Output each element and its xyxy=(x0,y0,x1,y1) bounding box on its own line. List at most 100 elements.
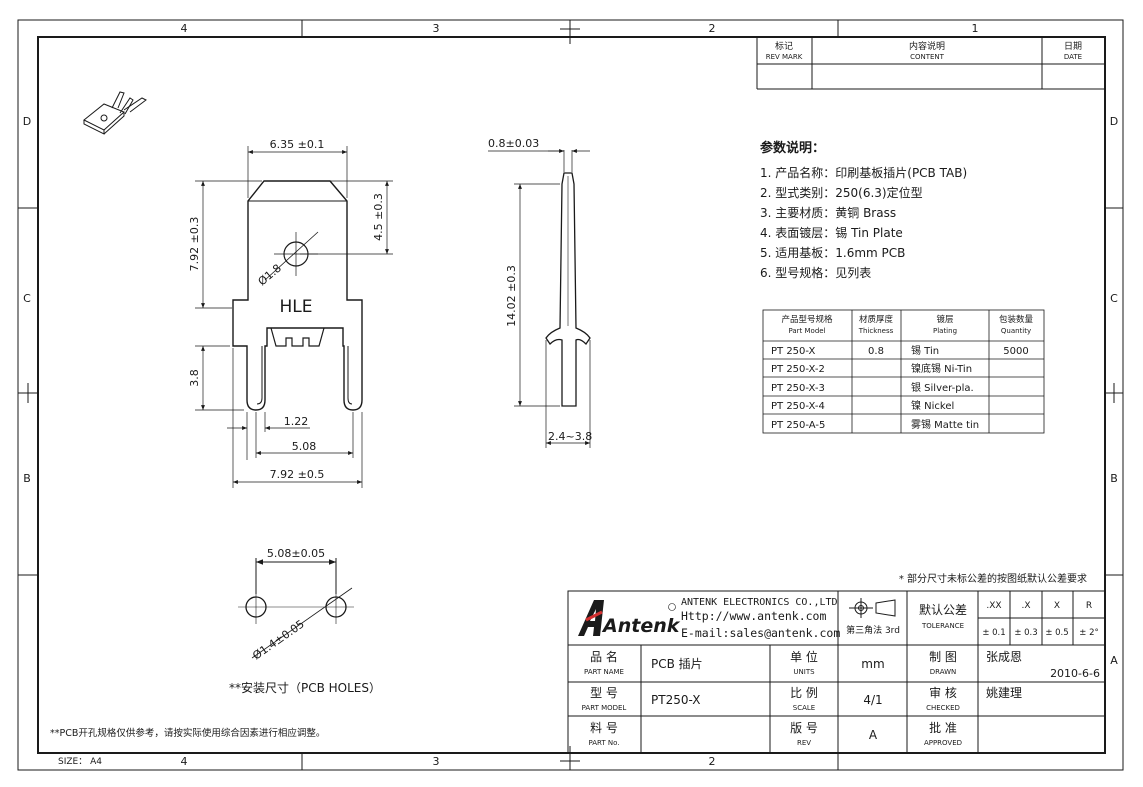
rev-mark-cn: 标记 xyxy=(775,40,793,52)
model-table-header: 镀层 xyxy=(936,314,953,325)
company-email: E-mail:sales@antenk.com xyxy=(681,626,840,640)
pcb-holes-caption: **安装尺寸（PCB HOLES） xyxy=(229,680,381,695)
drawn-label-en: DRAWN xyxy=(930,668,957,676)
part-model-value: PT250-X xyxy=(651,693,700,707)
company-website: Http://www.antenk.com xyxy=(681,609,826,623)
zone-left-D: D xyxy=(23,115,31,128)
size-label: SIZE： A4 xyxy=(58,757,102,767)
drawn-date: 2010-6-6 xyxy=(1050,667,1100,680)
dim-spread: 2.4~3.8 xyxy=(548,430,592,443)
tolerance-title-en: TOLERANCE xyxy=(921,622,964,630)
checked-label: 审 核 xyxy=(929,685,957,700)
zone-top-4: 4 xyxy=(181,22,188,35)
revision-table: 标记 REV MARK 内容说明 CONTENT 日期 DATE xyxy=(756,37,1105,90)
zone-bottom-3: 3 xyxy=(433,755,440,768)
tol-header: .XX xyxy=(986,601,1001,611)
approved-label-en: APPROVED xyxy=(924,739,962,747)
side-view-dimensions xyxy=(488,149,591,448)
spec-item: 4. 表面镀层：锡 Tin Plate xyxy=(760,225,903,240)
front-view-dimensions xyxy=(195,146,393,488)
scale-label: 比 例 xyxy=(790,686,818,700)
part-name-label-en: PART NAME xyxy=(584,668,624,676)
model-table-cell: 雾锡 Matte tin xyxy=(911,418,979,431)
zone-bottom-2: 2 xyxy=(709,755,716,768)
projection-label: 第三角法 3rd xyxy=(846,624,900,636)
scale-label-en: SCALE xyxy=(793,704,815,712)
checked-label-en: CHECKED xyxy=(926,704,960,712)
title-block: Antenk ANTENK ELECTRONICS CO.,LTD Http:/… xyxy=(567,590,1106,754)
model-table-header: 材质厚度 xyxy=(859,314,894,325)
model-table-header: Thickness xyxy=(858,327,894,335)
company-name: ANTENK ELECTRONICS CO.,LTD xyxy=(681,597,838,608)
part-model-label: 型 号 xyxy=(590,686,618,700)
spec-title: 参数说明： xyxy=(760,140,825,156)
pcb-footnote: **PCB开孔规格仅供参考，请按实际使用综合因素进行相应调整。 xyxy=(50,727,325,739)
units-label: 单 位 xyxy=(790,649,818,664)
pcb-holes-drawing xyxy=(238,558,354,659)
tol-value: ± 0.3 xyxy=(1014,628,1037,638)
zone-labels: 4 3 2 1 4 3 2 D C B D C B A SIZE： A4 xyxy=(23,22,1118,768)
zone-top-3: 3 xyxy=(433,22,440,35)
units-label-en: UNITS xyxy=(793,668,815,676)
part-name-value: PCB 插片 xyxy=(651,657,703,671)
zone-right-A: A xyxy=(1110,654,1118,667)
model-table-cell: PT 250-X xyxy=(771,346,816,357)
dim-pin-pitch: 5.08 xyxy=(292,440,317,453)
model-table: 产品型号规格 Part Model 材质厚度 Thickness 镀层 Plat… xyxy=(762,309,1045,434)
rev-label: 版 号 xyxy=(790,721,818,735)
model-table-cell: 银 Silver-pla. xyxy=(911,381,974,394)
tol-value: ± 0.5 xyxy=(1045,628,1068,638)
tol-value: ± 0.1 xyxy=(982,628,1005,638)
zone-left-C: C xyxy=(23,292,31,305)
rev-value: A xyxy=(869,728,878,742)
model-table-cell: 镍 Nickel xyxy=(911,399,954,412)
dim-hole-front: Ø1.8 xyxy=(256,262,284,289)
tolerance-title-cn: 默认公差 xyxy=(919,602,967,617)
units-value: mm xyxy=(861,657,884,671)
dim-thickness: 0.8±0.03 xyxy=(488,137,539,150)
model-table-cell: PT 250-X-3 xyxy=(771,383,825,394)
model-table-header: 产品型号规格 xyxy=(781,314,833,325)
rev-label-en: REV xyxy=(797,739,811,747)
spec-item: 3. 主要材质：黄铜 Brass xyxy=(760,205,896,220)
zone-right-C: C xyxy=(1110,292,1118,305)
isometric-part-icon xyxy=(83,91,147,135)
dim-pin-width: 1.22 xyxy=(284,415,309,428)
zone-right-D: D xyxy=(1110,115,1118,128)
part-name-label: 品 名 xyxy=(590,649,618,664)
spec-item: 5. 适用基板：1.6mm PCB xyxy=(760,246,905,260)
drawn-label: 制 图 xyxy=(929,650,957,664)
model-table-header: 包装数量 xyxy=(999,314,1034,325)
front-view-outline xyxy=(232,180,363,411)
tol-header: X xyxy=(1054,601,1060,611)
projection-symbol-icon xyxy=(849,598,896,618)
model-table-cell: PT 250-A-5 xyxy=(771,420,825,431)
part-model-label-en: PART MODEL xyxy=(582,704,627,712)
model-table-cell: 镍底锡 Ni-Tin xyxy=(911,362,972,375)
dim-pcb-hole: Ø1.4±0.05 xyxy=(250,617,307,662)
model-table-cell: PT 250-X-2 xyxy=(771,364,825,375)
dim-length: 14.02 ±0.3 xyxy=(505,265,518,327)
spec-notes: 参数说明： 1. 产品名称：印刷基板插片(PCB TAB) 2. 型式类别：25… xyxy=(760,140,967,280)
model-table-cell: 锡 Tin xyxy=(911,344,939,357)
model-table-header: Quantity xyxy=(1001,327,1031,335)
dim-width-top: 6.35 ±0.1 xyxy=(270,138,325,151)
tolerance-note: * 部分尺寸未标公差的按图纸默认公差要求 xyxy=(899,572,1087,585)
tol-value: ± 2° xyxy=(1079,628,1098,638)
rev-mark-en: REV MARK xyxy=(766,53,803,61)
dim-width-bottom: 7.92 ±0.5 xyxy=(270,468,325,481)
model-table-cell: 5000 xyxy=(1003,346,1028,357)
drawn-value: 张成恩 xyxy=(986,650,1022,664)
scale-value: 4/1 xyxy=(863,693,882,707)
spec-item: 2. 型式类别：250(6.3)定位型 xyxy=(760,185,923,200)
part-no-label-en: PART No. xyxy=(588,739,619,747)
side-view-outline xyxy=(545,172,591,407)
model-table-header: Part Model xyxy=(788,327,825,335)
zone-right-B: B xyxy=(1110,472,1118,485)
logo-hle: HLE xyxy=(280,297,313,317)
antenk-logo: Antenk xyxy=(578,600,681,637)
spec-item: 6. 型号规格：见列表 xyxy=(760,265,871,280)
sheet-frame xyxy=(17,19,1124,771)
dim-left-height: 7.92 ±0.3 xyxy=(188,217,201,272)
